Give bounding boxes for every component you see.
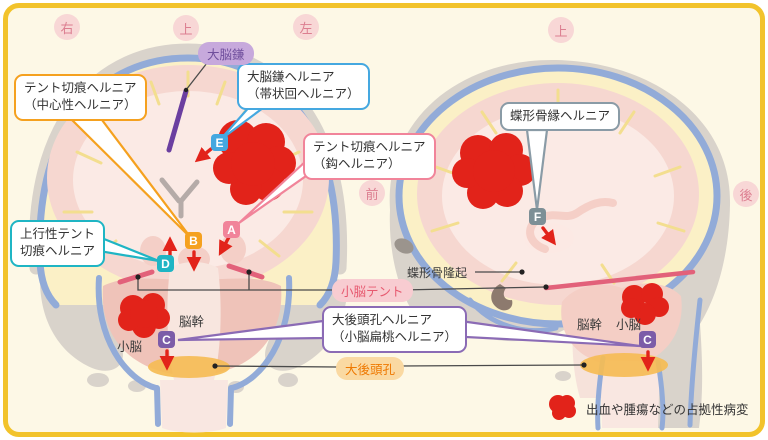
temporal-ribbon bbox=[526, 198, 617, 253]
sphenoid-bone-shape bbox=[491, 284, 513, 311]
leader-dots bbox=[135, 87, 587, 369]
foramen-magnum-ellipse-sagittal bbox=[580, 353, 668, 377]
marker-d: D bbox=[157, 255, 174, 272]
marker-c-coronal: C bbox=[158, 331, 175, 348]
orientation-coronal-right: 右 bbox=[54, 14, 80, 40]
label-tentorium-cerebelli: 小脳テント bbox=[332, 279, 413, 302]
legend-lesion: 出血や腫瘍などの占拠性病変 bbox=[546, 393, 749, 423]
callout-ascending-tentorial-herniation: 上行性テント 切痕ヘルニア bbox=[10, 220, 106, 267]
lesion-blob-cerebellum-coronal bbox=[118, 293, 170, 338]
marker-b: B bbox=[185, 232, 202, 249]
label-brainstem-coronal: 脳幹 bbox=[179, 315, 205, 329]
callout-sphenoid-ridge-herniation: 蝶形骨縁ヘルニア bbox=[500, 102, 621, 132]
orientation-sagittal-top: 上 bbox=[548, 17, 574, 43]
orientation-coronal-left: 左 bbox=[293, 14, 319, 40]
spinal-canal-coronal bbox=[160, 380, 228, 433]
ventricles bbox=[159, 177, 200, 219]
label-foramen-magnum: 大後頭孔 bbox=[336, 357, 405, 380]
label-falx-cerebri: 大脳鎌 bbox=[198, 42, 254, 65]
marker-e: E bbox=[211, 134, 228, 151]
herniation-arrows bbox=[159, 147, 656, 372]
tentorium-slash-right bbox=[226, 263, 265, 280]
callout-foramen-magnum-herniation: 大後頭孔ヘルニア （小脳扁桃ヘルニア） bbox=[322, 306, 468, 353]
spinal-canal-sagittal bbox=[600, 360, 660, 428]
label-sphenoid-prominence: 蝶形骨隆起 bbox=[407, 266, 468, 280]
lesion-blob-cerebrum-sagittal bbox=[452, 133, 536, 209]
leader-lines bbox=[137, 62, 585, 368]
label-brainstem-sagittal: 脳幹 bbox=[577, 318, 603, 332]
falx-line bbox=[166, 88, 189, 153]
orientation-coronal-top: 上 bbox=[173, 15, 199, 41]
dura-band-sagittal bbox=[395, 64, 721, 328]
orientation-sagittal-back: 後 bbox=[733, 181, 759, 207]
marker-f: F bbox=[529, 208, 546, 225]
posterior-fossa-dura bbox=[95, 275, 293, 427]
callout-tails bbox=[65, 103, 641, 348]
brainstem-coronal-shape bbox=[167, 262, 221, 380]
marker-a: A bbox=[223, 221, 240, 238]
callout-uncal-herniation: テント切痕ヘルニア （鈎ヘルニア） bbox=[303, 133, 436, 180]
label-cerebellum-coronal: 小脳 bbox=[117, 340, 143, 354]
lesion-legend-icon bbox=[549, 395, 576, 420]
foramen-magnum-ellipse-coronal bbox=[148, 356, 230, 378]
legend-lesion-text: 出血や腫瘍などの占拠性病変 bbox=[586, 402, 749, 417]
sagittal-brain-illustration bbox=[389, 59, 731, 431]
tentorium-line-sagittal bbox=[543, 269, 696, 291]
callout-tentorial-central-herniation: テント切痕ヘルニア （中心性ヘルニア） bbox=[14, 74, 147, 121]
callout-falx-herniation: 大脳鎌ヘルニア （帯状回ヘルニア） bbox=[237, 63, 370, 110]
lesion-blob-cerebrum-coronal bbox=[213, 120, 296, 205]
label-cerebellum-sagittal: 小脳 bbox=[616, 318, 642, 332]
lesion-blob-cerebellum-sagittal bbox=[621, 283, 669, 325]
marker-c-sagittal: C bbox=[639, 331, 656, 348]
orientation-sagittal-front: 前 bbox=[359, 180, 385, 206]
